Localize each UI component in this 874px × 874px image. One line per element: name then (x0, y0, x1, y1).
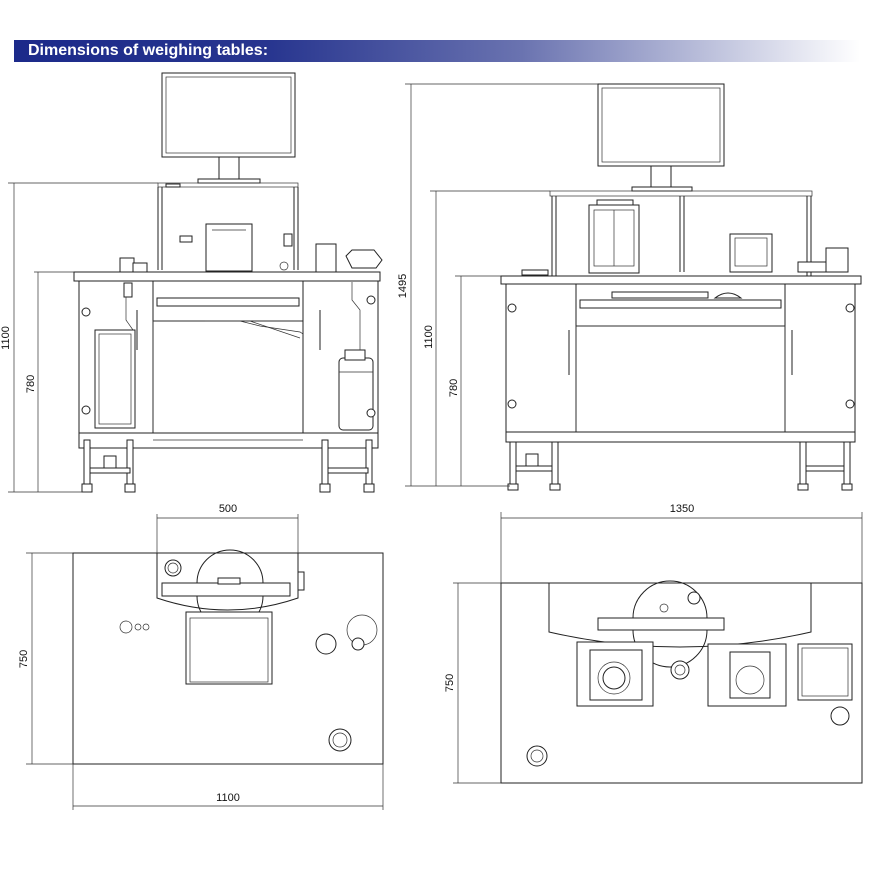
monitor-stand (218, 156, 240, 180)
left-table-top-view (72, 549, 384, 765)
dim-right-top-depth: 750 (444, 674, 456, 692)
table-top (73, 271, 381, 282)
monitor-stand (650, 165, 672, 188)
dim-right-front-monitor: 1495 (397, 274, 409, 298)
right-top-dimensions (453, 512, 863, 784)
dim-left-front-table: 780 (25, 375, 37, 393)
dim-right-front-table: 780 (448, 379, 460, 397)
monitor-screen (597, 83, 725, 167)
dim-left-top-partial: 500 (219, 503, 237, 515)
right-table-top-view (500, 580, 863, 784)
balance-draft-shield (205, 223, 253, 272)
page-title: Dimensions of weighing tables: (28, 42, 269, 59)
dim-right-front-total: 1100 (423, 325, 435, 349)
monitor-screen (161, 72, 296, 158)
dim-right-top-width: 1350 (670, 503, 694, 515)
dim-left-top-width: 1100 (216, 792, 240, 804)
title-banner: Dimensions of weighing tables: (14, 40, 860, 62)
table-top (500, 275, 862, 285)
left-top-dimensions (26, 514, 384, 810)
dim-left-front-total: 1100 (0, 326, 12, 350)
left-cabinet (505, 283, 577, 433)
dim-left-top-depth: 750 (18, 650, 30, 668)
left-table-front-view (73, 72, 383, 493)
left-front-dimensions (8, 182, 158, 493)
right-cabinet (784, 283, 856, 433)
right-table-front-view (500, 83, 862, 491)
right-front-dimensions (405, 83, 598, 487)
